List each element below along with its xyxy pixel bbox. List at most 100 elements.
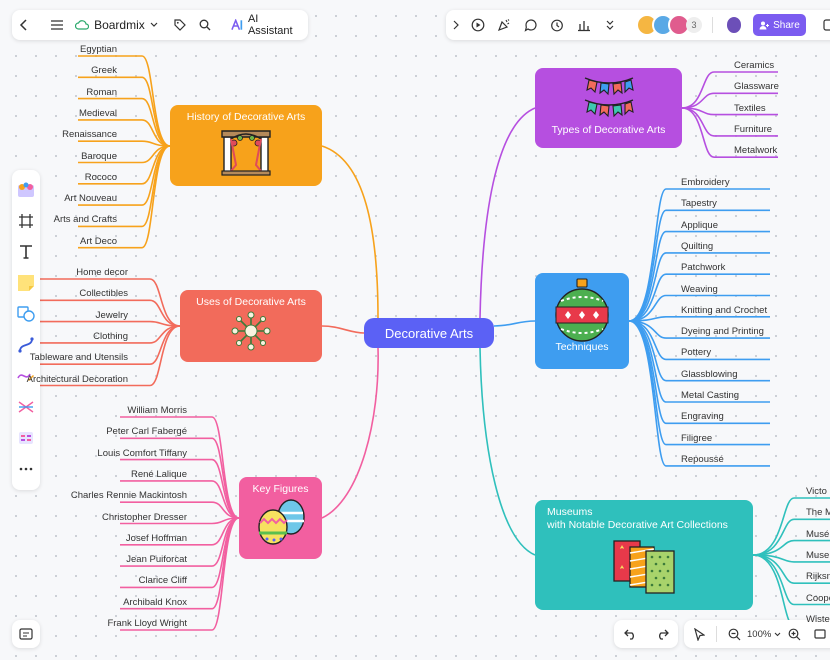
undo-icon[interactable] <box>617 621 643 647</box>
leaf-topic[interactable]: Dyeing and Printing <box>681 326 764 338</box>
text-icon[interactable] <box>8 236 44 267</box>
leaf-topic[interactable]: Art Nouveau <box>64 193 117 205</box>
leaf-topic[interactable]: Home decor <box>76 267 128 278</box>
leaf-topic[interactable]: Peter Carl Fabergé <box>106 426 187 438</box>
leaf-topic[interactable]: Frank Lloyd Wright <box>107 618 187 629</box>
ai-assistant-label: AI Assistant <box>247 13 293 37</box>
leaf-topic[interactable]: Musé <box>806 528 830 540</box>
topic-museums[interactable]: Museums with Notable Decorative Art Coll… <box>535 500 753 610</box>
cursor-icon[interactable] <box>686 621 712 647</box>
share-button[interactable]: Share <box>753 14 806 36</box>
leaf-topic[interactable]: Christopher Dresser <box>102 511 187 523</box>
leaf-topic[interactable]: Pottery <box>681 347 712 359</box>
mindmap-icon[interactable] <box>8 391 44 422</box>
leaf-topic[interactable]: Art Deco <box>80 235 117 247</box>
pen-icon[interactable] <box>8 360 44 391</box>
connector-line <box>120 517 240 631</box>
topic-techniques[interactable]: Techniques <box>535 273 629 369</box>
menu-icon[interactable] <box>45 12 70 38</box>
leaf-topic[interactable]: Louis Comfort Tiffany <box>97 447 187 459</box>
minimap-button[interactable] <box>12 620 40 648</box>
leaf-topic[interactable]: Egyptian <box>80 44 117 55</box>
leaf-topic[interactable]: The M <box>806 507 830 519</box>
leaf-topic[interactable]: Clarice Cliff <box>138 575 187 587</box>
leaf-topic[interactable]: Furniture <box>734 123 773 135</box>
leaf-topic[interactable]: Clothing <box>93 330 128 342</box>
redo-icon[interactable] <box>649 621 675 647</box>
leaf-topic[interactable]: Medieval <box>78 107 117 119</box>
brand-dropdown[interactable]: Boardmix <box>69 18 164 32</box>
vote-icon[interactable] <box>572 12 595 38</box>
templates-icon[interactable] <box>8 174 44 205</box>
leaf-topic[interactable]: Filigree <box>681 432 713 444</box>
leaf-topic[interactable]: Jewelry <box>95 309 128 321</box>
fit-screen-icon[interactable] <box>807 621 830 647</box>
leaf-topic[interactable]: René Lalique <box>131 468 187 480</box>
sticky-note-icon[interactable] <box>8 267 44 298</box>
leaf-topic[interactable]: Metalwork <box>734 145 778 157</box>
leaf-topic[interactable]: Repoussé <box>681 453 724 465</box>
search-icon[interactable] <box>192 12 217 38</box>
leaf-topic[interactable]: Embroidery <box>681 177 730 188</box>
leaf-topic[interactable]: Arts and Crafts <box>53 214 117 226</box>
leaf-topic[interactable]: Tableware and Utensils <box>29 352 128 364</box>
leaf-topic[interactable]: Charles Rennie Mackintosh <box>70 490 187 502</box>
zoom-in-icon[interactable] <box>781 621 807 647</box>
leaf-topic[interactable]: Rococo <box>84 171 117 183</box>
shape-icon[interactable] <box>8 298 44 329</box>
collapse-icon[interactable] <box>448 12 464 38</box>
leaf-topic[interactable]: Engraving <box>681 411 724 423</box>
leaf-topic[interactable]: Architectural Decoration <box>26 373 128 385</box>
more-icon[interactable] <box>8 453 44 484</box>
leaf-topic[interactable]: Patchwork <box>681 262 726 274</box>
leaf-topic[interactable]: Metal Casting <box>681 390 740 401</box>
leaf-topic[interactable]: Rijksm <box>806 571 830 583</box>
user-avatar[interactable] <box>724 15 744 35</box>
leaf-topic[interactable]: Victo <box>806 486 827 497</box>
leaf-topic[interactable]: Roman <box>86 86 117 98</box>
leaf-topic[interactable]: Ceramics <box>734 60 775 71</box>
leaf-topic[interactable]: Glassware <box>734 81 779 93</box>
leaf-topic[interactable]: Knitting and Crochet <box>681 304 768 316</box>
celebrate-icon[interactable] <box>493 12 516 38</box>
connector-line <box>628 209 770 322</box>
topic-history-of-decorative-arts[interactable]: History of Decorative Arts <box>170 105 322 186</box>
timer-icon[interactable] <box>546 12 569 38</box>
top-left-toolbar: Boardmix AI Assistant <box>12 10 308 40</box>
leaf-topic[interactable]: Glassblowing <box>681 368 738 380</box>
back-icon[interactable] <box>12 12 37 38</box>
leaf-topic[interactable]: Greek <box>91 65 117 77</box>
play-icon[interactable] <box>466 12 489 38</box>
export-icon[interactable] <box>818 12 830 38</box>
collaborators[interactable]: 3 <box>635 14 702 36</box>
comment-icon[interactable] <box>519 12 542 38</box>
leaf-topic[interactable]: Quilting <box>681 240 714 252</box>
frame-icon[interactable] <box>8 205 44 236</box>
leaf-topic[interactable]: Weaving <box>681 283 718 295</box>
topic-key-figures[interactable]: Key Figures <box>239 477 322 559</box>
ai-assistant-button[interactable]: AI Assistant <box>225 13 308 37</box>
central-topic[interactable]: Decorative Arts <box>364 318 494 348</box>
easter-eggs-icon <box>257 499 305 545</box>
leaf-topic[interactable]: Baroque <box>81 150 117 162</box>
leaf-topic[interactable]: Josef Hoffman <box>125 532 187 544</box>
topic-types-of-decorative-arts[interactable]: Types of Decorative Arts <box>535 68 682 148</box>
topic-uses-of-decorative-arts[interactable]: Uses of Decorative Arts <box>180 290 322 362</box>
connector-icon[interactable] <box>8 329 44 360</box>
zoom-level[interactable]: 100% <box>747 629 781 640</box>
leaf-topic[interactable]: Wiste <box>806 613 830 625</box>
more-down-icon[interactable] <box>599 12 622 38</box>
leaf-topic[interactable]: Jean Puiforcat <box>126 554 187 566</box>
leaf-topic[interactable]: Archibald Knox <box>123 596 187 608</box>
leaf-topic[interactable]: Applique <box>681 219 718 231</box>
leaf-topic[interactable]: Textiles <box>734 102 766 114</box>
table-icon[interactable] <box>8 422 44 453</box>
leaf-topic[interactable]: Collectibles <box>79 288 128 300</box>
zoom-out-icon[interactable] <box>721 621 747 647</box>
leaf-topic[interactable]: Coope <box>806 592 830 604</box>
leaf-topic[interactable]: Renaissance <box>62 129 117 141</box>
tag-icon[interactable] <box>168 12 193 38</box>
leaf-topic[interactable]: Muse <box>806 549 830 561</box>
leaf-topic[interactable]: William Morris <box>127 405 187 416</box>
leaf-topic[interactable]: Tapestry <box>681 198 717 210</box>
